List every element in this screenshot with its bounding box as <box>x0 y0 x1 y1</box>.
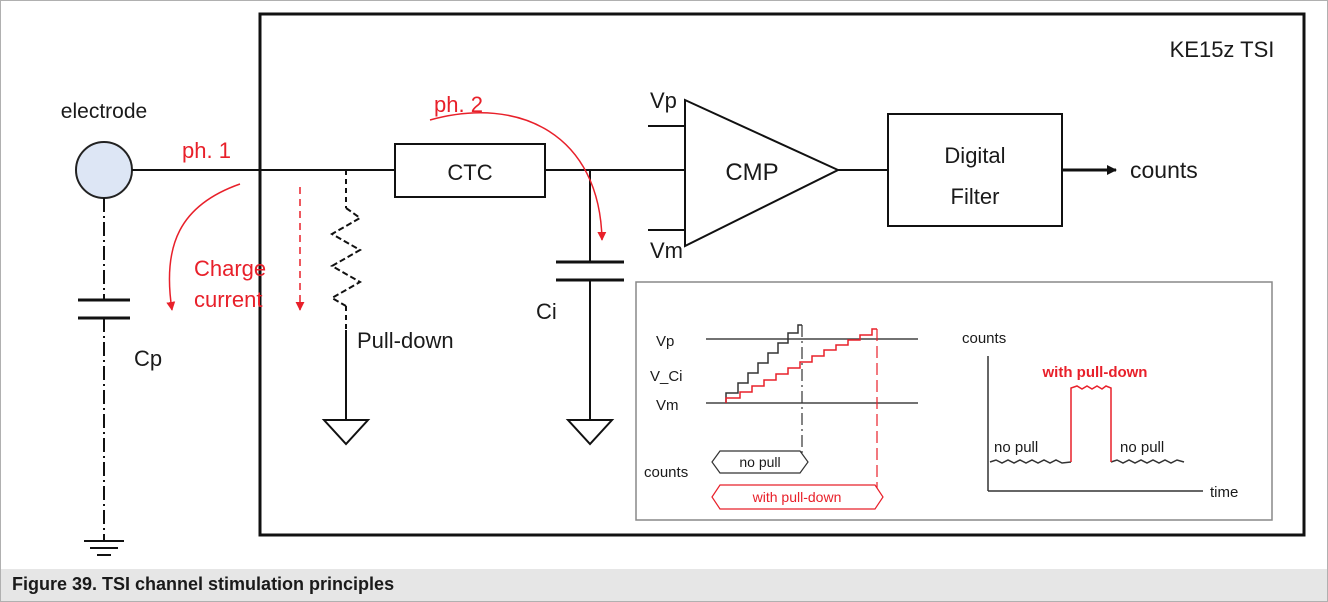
charge-current-label-2: current <box>194 287 262 312</box>
inset-vp-label: Vp <box>656 333 674 350</box>
right-no-pull-left-label: no pull <box>994 439 1038 456</box>
pulldown-label: Pull-down <box>357 328 454 353</box>
ci-ground-icon <box>565 419 615 446</box>
counts-vs-time-plot: counts time with pull-down no pull no pu… <box>962 330 1238 501</box>
waveform-inset <box>635 281 1273 521</box>
inset-vm-label: Vm <box>656 397 679 414</box>
inset-vci-label: V_Ci <box>650 368 683 385</box>
no-pull-count-label: no pull <box>739 454 780 470</box>
with-pull-count-label: with pull-down <box>752 489 842 505</box>
cp-label: Cp <box>134 346 162 371</box>
charge-current-label-1: Charge <box>194 256 266 281</box>
ph1-label: ph. 1 <box>182 138 231 163</box>
tsi-block <box>258 12 1306 537</box>
output-counts-label: counts <box>1130 157 1198 183</box>
right-no-pull-right-label: no pull <box>1120 439 1164 456</box>
staircase-plot: Vp V_Ci Vm counts no pull with pull-down <box>644 324 918 510</box>
digital-filter-label-1: Digital <box>944 143 1005 168</box>
earth-ground-icon <box>84 540 124 556</box>
electrode <box>75 141 133 199</box>
counts-trace-red <box>1070 385 1112 462</box>
counts-trace-black-right <box>1110 459 1185 464</box>
cmp-comparator <box>684 98 841 248</box>
right-with-pull-label: with pull-down <box>1042 364 1148 381</box>
figure-caption: Figure 39. TSI channel stimulation princ… <box>12 574 395 594</box>
with-pull-count-tag <box>711 484 884 510</box>
ph2-arrow <box>429 112 607 241</box>
pulldown-resistor-icon <box>329 207 363 307</box>
staircase-with-pull <box>725 328 877 403</box>
staircase-no-pull <box>725 324 802 403</box>
caption-bar <box>1 569 1327 601</box>
cmp-vm-label: Vm <box>650 238 683 263</box>
digital-filter-block <box>887 113 1063 227</box>
right-counts-label: counts <box>962 330 1006 347</box>
ctc-block <box>394 143 546 198</box>
time-label: time <box>1210 484 1238 501</box>
inset-counts-label: counts <box>644 464 688 481</box>
ctc-label: CTC <box>447 160 492 185</box>
block-title: KE15z TSI <box>1170 37 1275 62</box>
electrode-label: electrode <box>61 100 147 123</box>
pulldown-ground-icon <box>321 419 371 446</box>
counts-trace-black <box>989 459 1072 464</box>
ph1-arrow <box>166 183 241 311</box>
ci-label: Ci <box>536 299 557 324</box>
digital-filter-label-2: Filter <box>951 184 1000 209</box>
tsi-diagram: KE15z TSI electrode counts Cp ph. 1 Char… <box>61 12 1306 556</box>
cmp-vp-label: Vp <box>650 88 677 113</box>
cmp-label: CMP <box>725 159 778 186</box>
no-pull-count-tag <box>711 450 809 474</box>
